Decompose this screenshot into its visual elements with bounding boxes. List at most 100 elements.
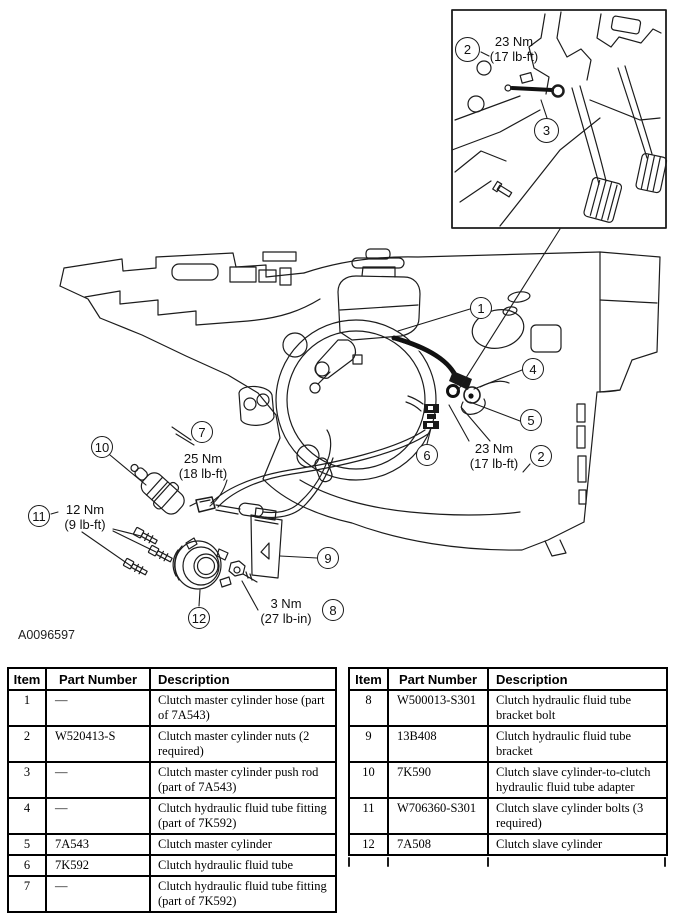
callout-10: 10 <box>91 436 113 458</box>
cell-part-number: W520413-S <box>45 725 151 763</box>
header-item: Item <box>348 667 389 691</box>
header-part-number: Part Number <box>45 667 151 691</box>
callout-5-label: 5 <box>527 412 535 428</box>
cell-item: 1 <box>7 689 47 727</box>
cell-item: 4 <box>7 797 47 835</box>
table-stub-lines <box>348 857 666 867</box>
torque-value: 23 Nm <box>474 441 514 456</box>
callout-2-inset: 2 <box>455 37 480 62</box>
callout-9-label: 9 <box>324 550 332 566</box>
inset-frame <box>451 9 667 229</box>
torque-value: 23 Nm <box>494 34 534 49</box>
cell-part-number: 7K592 <box>45 854 151 877</box>
callout-4-label: 4 <box>529 361 537 377</box>
slave-cylinder-art <box>172 537 232 590</box>
cell-item: 2 <box>7 725 47 763</box>
cell-item: 10 <box>348 761 389 799</box>
cell-part-number: — <box>45 689 151 727</box>
slave-bolts-art <box>122 526 173 576</box>
torque-value: 3 Nm <box>270 596 302 611</box>
torque-label-23nm: 23 Nm (17 lb-ft) <box>446 441 542 471</box>
tube-bracket-art <box>250 507 283 579</box>
header-description: Description <box>149 667 337 691</box>
adapter-art <box>130 463 185 515</box>
table-row: 7—Clutch hydraulic fluid tube fitting (p… <box>7 875 337 913</box>
cell-description: Clutch master cylinder push rod (part of… <box>149 761 337 799</box>
torque-value-lbft: (18 lb-ft) <box>178 466 228 481</box>
firewall-cowl-art <box>59 251 661 557</box>
callout-3-inset-label: 3 <box>542 123 551 138</box>
torque-value: 25 Nm <box>183 451 223 466</box>
callout-7-label: 7 <box>198 424 206 440</box>
callout-9: 9 <box>317 547 339 569</box>
callout-4: 4 <box>522 358 544 380</box>
cell-description: Clutch hydraulic fluid tube <box>149 854 337 877</box>
callout-2-main: 2 <box>530 445 552 467</box>
callout-12: 12 <box>188 607 210 629</box>
master-cylinder-art <box>309 248 421 394</box>
figure-code: A0096597 <box>18 628 76 642</box>
table-header-row: Item Part Number Description <box>348 667 668 691</box>
torque-label-inset: 23 Nm (17 lb-ft) <box>466 34 562 64</box>
torque-label-12nm: 12 Nm (9 lb-ft) <box>37 502 133 532</box>
cell-item: 3 <box>7 761 47 799</box>
cell-item: 6 <box>7 854 47 877</box>
cell-description: Clutch hydraulic fluid tube fitting (par… <box>149 875 337 913</box>
table-row: 1—Clutch master cylinder hose (part of 7… <box>7 689 337 727</box>
cell-item: 8 <box>348 689 389 727</box>
cell-description: Clutch master cylinder nuts (2 required) <box>149 725 337 763</box>
cell-item: 7 <box>7 875 47 913</box>
booster-art <box>275 319 437 481</box>
table-header-row: Item Part Number Description <box>7 667 337 691</box>
pedal-assembly-art <box>451 11 668 227</box>
table-row: 4—Clutch hydraulic fluid tube fitting (p… <box>7 797 337 835</box>
cell-part-number: — <box>45 797 151 835</box>
cell-description: Clutch master cylinder hose (part of 7A5… <box>149 689 337 727</box>
quick-connect-art <box>405 395 439 429</box>
callout-12-label: 12 <box>191 610 207 626</box>
cell-description: Clutch hydraulic fluid tube fitting (par… <box>149 797 337 835</box>
cell-description: Clutch slave cylinder <box>487 833 668 856</box>
callout-6-label: 6 <box>423 447 431 463</box>
callout-11-label: 11 <box>32 508 46 524</box>
clutch-hose-art <box>391 335 510 415</box>
torque-value-lbft: (17 lb-ft) <box>469 456 519 471</box>
table-row: 3—Clutch master cylinder push rod (part … <box>7 761 337 799</box>
callout-8-label: 8 <box>329 602 337 618</box>
callout-7: 7 <box>191 421 213 443</box>
torque-label-3nm: 3 Nm (27 lb-in) <box>238 596 334 626</box>
cell-description: Clutch hydraulic fluid tube bracket bolt <box>487 689 668 727</box>
cell-item: 9 <box>348 725 389 763</box>
callout-2-inset-label: 2 <box>463 42 472 57</box>
cell-description: Clutch slave cylinder-to-clutch hydrauli… <box>487 761 668 799</box>
torque-value-lbft: (9 lb-ft) <box>64 517 106 532</box>
callout-1: 1 <box>470 297 492 319</box>
cell-description: Clutch master cylinder <box>149 833 337 856</box>
cell-description: Clutch slave cylinder bolts (3 required) <box>487 797 668 835</box>
torque-value: 12 Nm <box>65 502 105 517</box>
cell-item: 11 <box>348 797 389 835</box>
callout-6: 6 <box>416 444 438 466</box>
cell-part-number: 7A508 <box>387 833 489 856</box>
cell-part-number: 7A543 <box>45 833 151 856</box>
header-item: Item <box>7 667 47 691</box>
cell-item: 5 <box>7 833 47 856</box>
callout-2-main-label: 2 <box>537 448 545 464</box>
cell-part-number: W706360-S301 <box>387 797 489 835</box>
cell-part-number: W500013-S301 <box>387 689 489 727</box>
cell-description: Clutch hydraulic fluid tube bracket <box>487 725 668 763</box>
cell-part-number: — <box>45 875 151 913</box>
header-part-number: Part Number <box>387 667 489 691</box>
callout-11: 11 <box>28 505 50 527</box>
parts-table-items-1-7: Item Part Number Description 1—Clutch ma… <box>7 667 337 913</box>
callout-5: 5 <box>520 409 542 431</box>
